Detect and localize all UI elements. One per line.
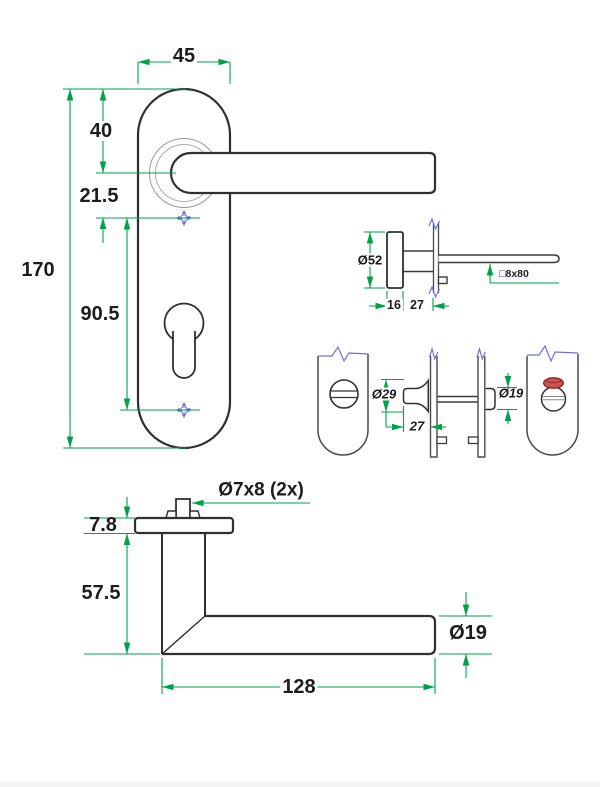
wc-turn-views	[317, 344, 579, 458]
release-cap-side	[485, 387, 496, 411]
spindle-bar	[438, 254, 560, 264]
euro-cylinder-slot	[172, 331, 196, 379]
dim-label-rose-height: 7.8	[89, 514, 117, 536]
lever-profile-view	[133, 498, 437, 656]
fixing-lug	[436, 436, 448, 445]
dim-label-handle-to-mark: 21.5	[79, 185, 119, 207]
break-mark	[428, 285, 441, 299]
front-view-handle-on-plate	[136, 87, 437, 450]
coin-release-circle	[329, 379, 359, 409]
occupancy-indicator-detail	[545, 380, 562, 384]
dim-label-neck-height: 57.5	[81, 582, 121, 604]
lever-front	[169, 151, 437, 195]
dim-label-turn-projection: 27	[407, 418, 427, 434]
dim-label-plate-width: 45	[170, 45, 198, 67]
rose-disc-side	[386, 231, 404, 289]
dim-label-mark-spacing: 90.5	[80, 303, 120, 325]
break-mark	[428, 346, 439, 361]
rose-flange	[133, 516, 235, 535]
thumbturn-knob-side	[402, 378, 430, 414]
dim-label-lever-diameter: Ø19	[449, 622, 487, 644]
dim-label-plate-height: 170	[21, 259, 55, 281]
footer-strip	[0, 781, 600, 787]
break-mark	[527, 344, 579, 363]
dim-label-spindle-size: □8x80	[499, 267, 529, 280]
backplate-outline	[136, 87, 232, 450]
dim-label-turn-diameter: Ø29	[369, 386, 399, 402]
door-strip	[477, 356, 486, 458]
bend-miter	[161, 615, 206, 655]
fixing-lug	[467, 436, 479, 445]
dim-label-rose-depth: 16	[385, 297, 403, 312]
break-mark	[318, 345, 369, 363]
dim-label-pin-size: Ø7x8 (2x)	[218, 479, 304, 501]
dim-label-rose-diameter: Ø52	[355, 252, 385, 268]
spindle-stub	[175, 498, 191, 519]
rose-side-dimensions	[364, 231, 559, 311]
break-mark	[428, 217, 441, 231]
lever-side	[162, 614, 437, 656]
thumbturn-circle	[540, 386, 567, 412]
dim-label-top-to-handle: 40	[87, 120, 115, 142]
fixing-lug	[437, 276, 448, 285]
break-mark	[476, 346, 486, 361]
dim-label-release-diameter: Ø19	[498, 385, 524, 401]
rose-side-view	[386, 217, 560, 299]
door-strip	[429, 356, 438, 458]
dim-label-neck-length: 27	[408, 297, 426, 312]
dim-label-lever-length: 128	[280, 676, 318, 698]
